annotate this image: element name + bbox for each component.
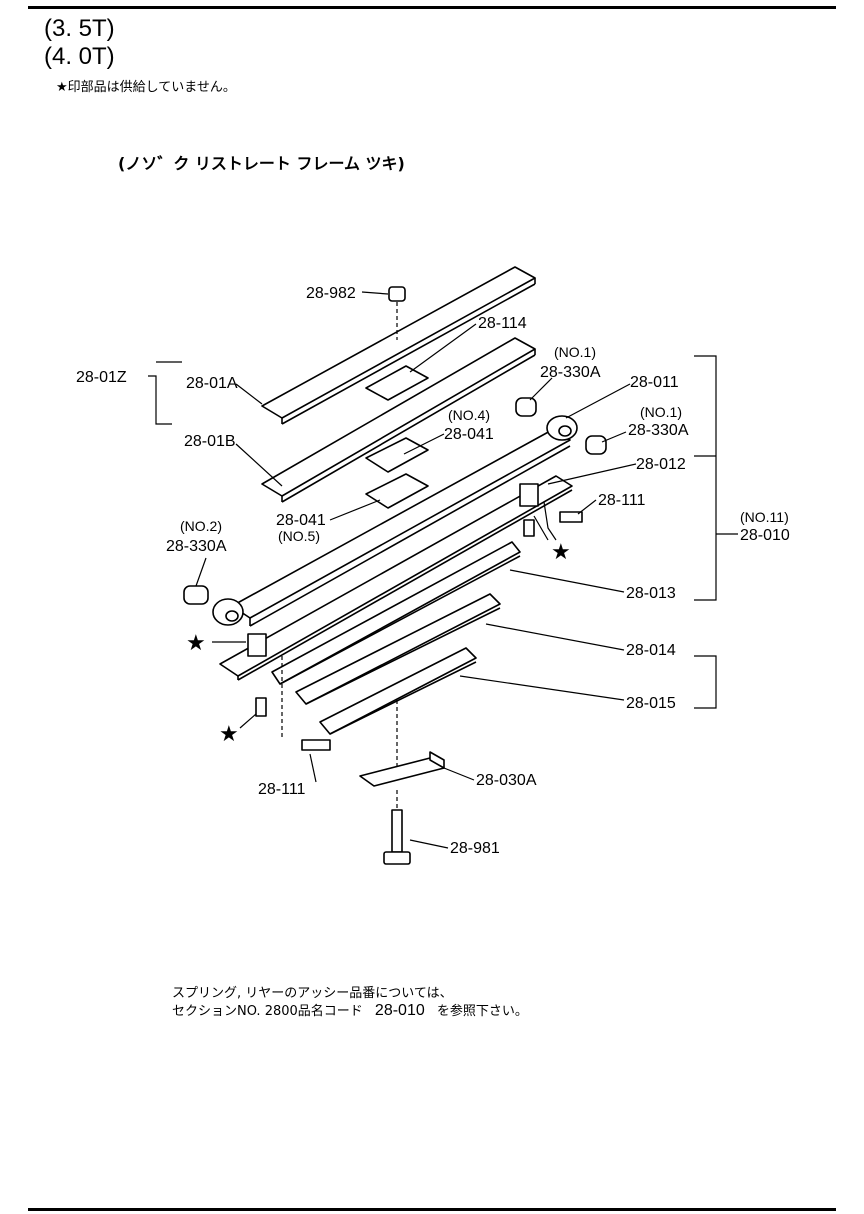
label-28-982: 28-982 — [306, 285, 356, 302]
leaf-28-015 — [319, 647, 477, 735]
label-28-041-a: 28-041 — [444, 426, 494, 443]
label-28-030a: 28-030A — [476, 772, 537, 789]
label-28-013: 28-013 — [626, 585, 676, 602]
star-icon-right: ★ — [551, 540, 571, 565]
pad-28-041-no4 — [365, 437, 429, 473]
bolt-28-111-left — [301, 739, 331, 751]
footer-suffix: を参照下さい。 — [436, 1004, 528, 1019]
label-28-011: 28-011 — [630, 374, 679, 391]
footer-note-line1: スプリング, リヤーのアッシー品番については、 — [172, 986, 453, 1001]
section-title: (ノソ゛ク リストレート フレーム ツキ) — [118, 154, 405, 173]
star-note: ★印部品は供給していません。 — [56, 80, 236, 95]
model-label-4-0t: (4. 0T) — [44, 43, 115, 70]
label-28-041-b: 28-041 — [276, 512, 326, 529]
pad-28-114 — [365, 365, 429, 401]
label-no1-b: (NO.1) — [640, 404, 682, 420]
label-28-111-a: 28-111 — [598, 492, 646, 509]
star-icon-left-clip: ★ — [186, 631, 206, 656]
footer-section-ref: セクションNO. 2800品名コード — [172, 1004, 363, 1019]
label-28-010: 28-010 — [740, 527, 790, 544]
label-28-330a-3: 28-330A — [166, 538, 227, 555]
bolt-small-right — [523, 519, 535, 537]
bushing-no2 — [183, 585, 209, 605]
star-icon-left-bolt: ★ — [219, 722, 239, 747]
center-bolt-28-981 — [391, 809, 403, 853]
bottom-rule — [28, 1208, 836, 1211]
leaf-28-014 — [295, 593, 501, 705]
bushing-no1-right — [585, 435, 607, 455]
label-28-01z: 28-01Z — [76, 369, 127, 386]
label-28-981: 28-981 — [450, 840, 500, 857]
top-rule — [28, 6, 836, 9]
leaf-28-011 — [231, 429, 571, 619]
label-no4: (NO.4) — [448, 407, 490, 423]
label-28-012: 28-012 — [636, 456, 686, 473]
clip-right — [519, 483, 539, 507]
bolt-small-left — [255, 697, 267, 717]
pad-28-041-no5 — [365, 473, 429, 509]
bushing-no1-left — [515, 397, 537, 417]
bolt-28-111-right — [559, 511, 583, 523]
label-28-01b: 28-01B — [184, 433, 236, 450]
nut-28-982 — [388, 286, 406, 302]
clip-left — [247, 633, 267, 657]
leaf-28-013 — [271, 541, 521, 685]
label-28-111-b: 28-111 — [258, 781, 306, 798]
label-28-015: 28-015 — [626, 695, 676, 712]
footer-code: 28-010 — [374, 1002, 425, 1019]
label-28-330a-2: 28-330A — [628, 422, 689, 439]
plate-28-030a — [359, 757, 445, 787]
label-28-330a-1: 28-330A — [540, 364, 601, 381]
footer-note-line2: セクションNO. 2800品名コード 28-010 を参照下さい。 — [172, 1000, 528, 1020]
label-no2: (NO.2) — [180, 518, 222, 534]
label-no11: (NO.11) — [740, 509, 789, 525]
leaf-28-012 — [219, 475, 573, 677]
label-no1-a: (NO.1) — [554, 344, 596, 360]
label-28-114: 28-114 — [478, 315, 527, 332]
label-28-01a: 28-01A — [186, 375, 238, 392]
model-label-3-5t: (3. 5T) — [44, 15, 115, 42]
label-no5: (NO.5) — [278, 528, 320, 544]
label-28-014: 28-014 — [626, 642, 676, 659]
